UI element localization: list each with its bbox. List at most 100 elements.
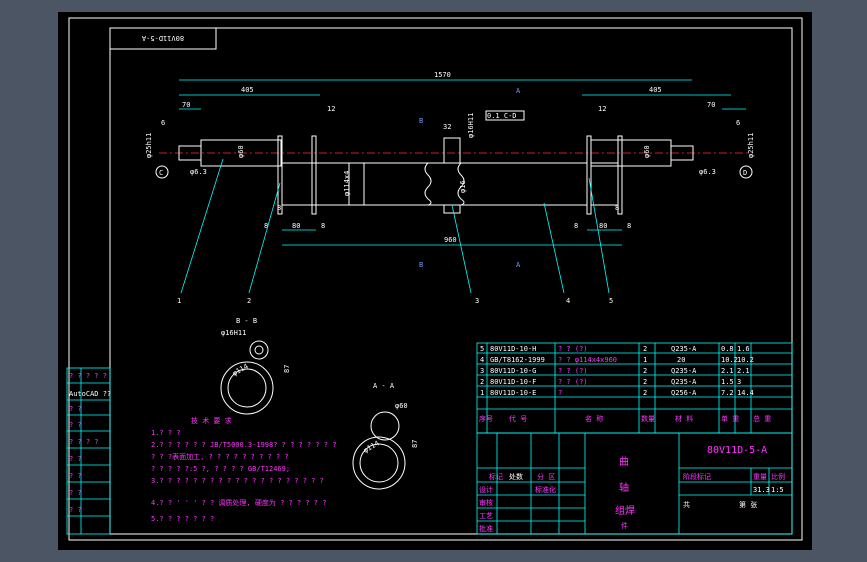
stamp-box	[109, 27, 217, 50]
bb-title: B - B	[236, 317, 257, 325]
cad-drawing: 80V11D-5-A ? ? ? ? ? AutoCAD ?? ? ? ? ? …	[66, 17, 803, 541]
left-crank-arm	[200, 139, 282, 167]
left-web-inner	[311, 135, 317, 215]
svg-text:? ? φ114x4x960: ? ? φ114x4x960	[558, 356, 617, 364]
right-web-inner	[586, 135, 592, 215]
tb-weight-label: 重量	[753, 473, 767, 481]
tb-part-name-1: 曲	[619, 456, 629, 468]
svg-text:名 称: 名 称	[585, 414, 603, 423]
bom-row-1: 1 80V11D-10-E ? 2 Q256-A 7.2 14.4	[480, 389, 754, 397]
svg-text:2: 2	[643, 345, 647, 353]
dim-6-right: 6	[736, 119, 740, 127]
svg-text:代 号: 代 号	[509, 414, 527, 423]
right-web-outer	[617, 135, 623, 215]
tb-page: 第 张	[739, 500, 757, 509]
dim-32: 32	[443, 123, 451, 131]
tb-part-name-2: 轴	[619, 481, 629, 494]
svg-text:材 料: 材 料	[675, 414, 693, 423]
strip-6: ? ?	[69, 472, 82, 480]
tech-notes: 技 术 要 求 1.? ? ? 2.? ? ? ? ? ? JB/T5000.3…	[151, 416, 336, 523]
strip-0: ? ? ? ? ?	[69, 372, 107, 380]
strip-8: ? ?	[69, 506, 82, 514]
leader-5: 5	[609, 297, 613, 305]
svg-text:80V11D-10-H: 80V11D-10-H	[490, 345, 536, 353]
leader-1: 1	[177, 297, 181, 305]
svg-text:7.2: 7.2	[721, 389, 734, 397]
datum-d-label: D	[743, 169, 747, 177]
strip-3: ? ?	[69, 421, 82, 429]
tb-weight: 31.3	[753, 486, 770, 494]
dim-8-l1: 8	[264, 222, 268, 230]
svg-text:? ? (?): ? ? (?)	[558, 345, 588, 353]
dim-8-l3: 8	[321, 222, 325, 230]
dim-405-left: 405	[241, 86, 254, 94]
mid-pin-top	[443, 137, 461, 164]
strip-7: ? ?	[69, 489, 82, 497]
dim-960: 960	[444, 236, 457, 244]
bom-header: 序号 代 号 名 称 数量 材 料 单 重 总 重	[479, 414, 771, 423]
dim-8-l2: 8	[277, 204, 281, 212]
svg-text:10.2: 10.2	[737, 356, 754, 364]
tb-approve: 批准	[479, 524, 493, 533]
note-2: ? ? ?表面加工, ? ? ? ? ? ? ? ? ? ?	[151, 452, 289, 461]
svg-text:80V11D-10-G: 80V11D-10-G	[490, 367, 536, 375]
outer-frame	[68, 17, 803, 541]
tb-sheet: 共	[683, 500, 690, 509]
aa-title: A - A	[373, 382, 395, 390]
tb-label-count: 处数	[509, 472, 523, 481]
svg-text:3: 3	[737, 378, 741, 386]
shaft-main-view: C D 1570 405 405 70 70 12 12 6 6 φ25h11 …	[145, 71, 755, 305]
tb-std: 标准化	[535, 485, 556, 494]
section-A-top: A	[516, 87, 521, 95]
tb-part-name-4: 件	[621, 521, 628, 530]
svg-text:1.5: 1.5	[721, 378, 734, 386]
dim-405-right: 405	[649, 86, 662, 94]
right-shaft-end	[670, 145, 694, 161]
tb-scale-label: 比例	[771, 472, 785, 481]
svg-text:总 重: 总 重	[753, 414, 771, 423]
svg-text:2.1: 2.1	[721, 367, 734, 375]
svg-text:80V11D-10-F: 80V11D-10-F	[490, 378, 536, 386]
note-5: 4.? ? ' ' ' ? ? 调质处理, 硬度为 ? ? ? ? ? ?	[151, 498, 326, 507]
bom-row-5: 5 80V11D-10-H ? ? (?) 2 Q235-A 0.8 1.6	[480, 345, 750, 353]
svg-text:2.1: 2.1	[737, 367, 750, 375]
main-tube	[281, 162, 588, 206]
title-block: 标记 处数 分 区 设计 审核 工艺 批准 标准化 曲 轴 组焊 件 80V11…	[476, 432, 793, 535]
svg-text:数量: 数量	[641, 414, 655, 423]
svg-text:4: 4	[480, 356, 484, 364]
datum-c-marker	[155, 165, 169, 179]
dim-6-left: 6	[161, 119, 165, 127]
svg-text:2: 2	[643, 389, 647, 397]
strip-4: ? ? ? ?	[69, 438, 99, 446]
svg-text:Q235-A: Q235-A	[671, 345, 697, 353]
note-3: ? ? ? ? ?:5 ?, ? ? ? ? GB/T12469;	[151, 465, 290, 473]
strip-5: ? ?	[69, 455, 82, 463]
inner-frame	[109, 27, 793, 535]
dim-phi6.3-right: φ6.3	[699, 168, 716, 176]
dim-70-right: 70	[707, 101, 715, 109]
leader-4: 4	[566, 297, 570, 305]
svg-text:80V11D-10-E: 80V11D-10-E	[490, 389, 536, 397]
svg-text:2: 2	[480, 378, 484, 386]
tb-stage: 阶段标记	[683, 472, 711, 481]
tb-part-name-3: 组焊	[615, 504, 635, 517]
bb-inner: φ114	[231, 362, 250, 377]
svg-text:3: 3	[480, 367, 484, 375]
section-A-bottom: A	[516, 261, 521, 269]
svg-text:1: 1	[480, 389, 484, 397]
bom-row-2: 2 80V11D-10-F ? ? (?) 2 Q235-A 1.5 3	[480, 378, 741, 386]
dim-phi6.3-left: φ6.3	[190, 168, 207, 176]
tb-label-mark: 标记	[489, 472, 503, 481]
dim-70-left: 70	[182, 101, 190, 109]
leader-3: 3	[475, 297, 479, 305]
svg-text:?: ?	[558, 389, 562, 397]
bb-dim: 87	[283, 365, 291, 373]
dim-8-r3: 8	[627, 222, 631, 230]
dim-12-left: 12	[327, 105, 335, 113]
dim-mid-dia: φ16	[459, 180, 467, 193]
svg-text:Q235-A: Q235-A	[671, 378, 697, 386]
tb-process: 工艺	[479, 512, 493, 520]
svg-text:单 重: 单 重	[721, 414, 739, 423]
dim-8-r1: 8	[574, 222, 578, 230]
svg-text:5: 5	[480, 345, 484, 353]
